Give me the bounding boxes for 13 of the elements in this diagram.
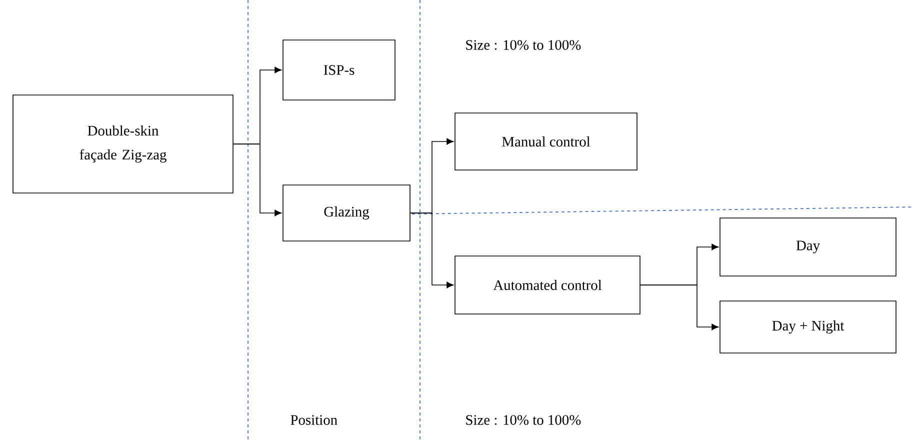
arrow bbox=[640, 284, 719, 330]
process-box: Automated control bbox=[454, 256, 640, 314]
process-box: ISP-s bbox=[282, 40, 396, 100]
annotation-label: Position bbox=[290, 415, 338, 425]
arrow bbox=[410, 212, 454, 288]
annotation-label: Size : 10% to 100% bbox=[466, 415, 581, 425]
process-box: Day bbox=[720, 218, 896, 276]
annotation-label: Size : 10% to 100% bbox=[466, 40, 581, 50]
process-box: Glazing bbox=[282, 184, 410, 242]
process-box: Double-skin façade Zig-zag bbox=[12, 94, 234, 194]
process-box: Day + Night bbox=[720, 300, 896, 354]
process-box: Manual control bbox=[454, 112, 638, 170]
arrow bbox=[233, 144, 282, 216]
